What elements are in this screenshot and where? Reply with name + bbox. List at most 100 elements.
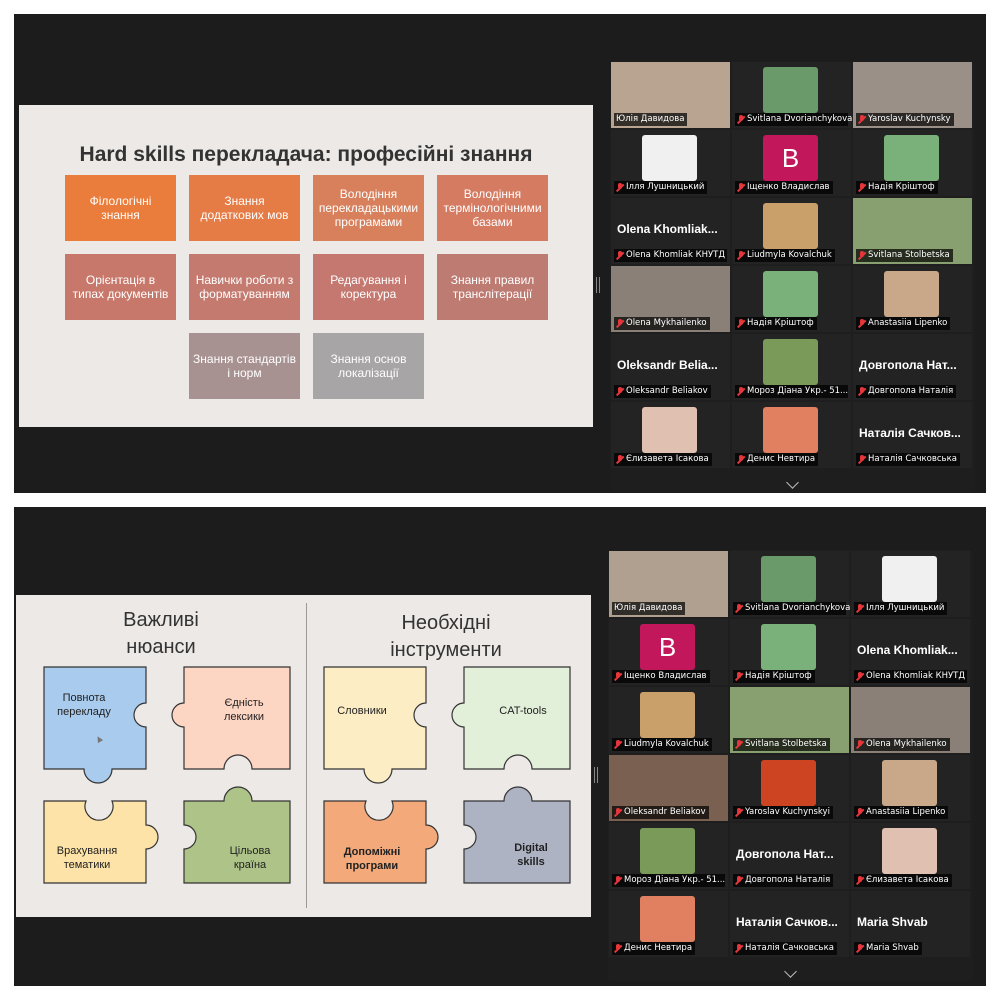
participant-name: Юлія Давидова bbox=[616, 114, 685, 124]
participant-tile[interactable]: Svitlana Dvorianchykova bbox=[732, 62, 853, 128]
slide-title: Hard skills перекладача: професійні знан… bbox=[79, 143, 533, 166]
participant-name: Мороз Діана Укр.- 51... bbox=[624, 875, 726, 885]
skill-tile-label: Володіння перекладацькими програмами bbox=[318, 187, 419, 229]
participant-name: Olena Mykhailenko bbox=[626, 318, 707, 328]
shared-slide-nuances-tools: Важливі нюанси Необхідні інструменти Пов… bbox=[16, 595, 591, 917]
participant-name: Svitlana Dvorianchykova bbox=[747, 114, 853, 124]
participant-tile[interactable]: Olena Khomliak...Olena Khomliak КНУТД bbox=[611, 198, 730, 264]
participant-name-label: Liudmyla Kovalchuk bbox=[735, 249, 835, 262]
participant-tile[interactable]: Довгопола Нат...Довгопола Наталія bbox=[853, 334, 972, 400]
piece-label: Єдність лексики bbox=[223, 697, 265, 723]
left-heading-line: Важливі bbox=[123, 609, 199, 631]
participant-tile[interactable]: Yaroslav Kuchynsky bbox=[853, 62, 972, 128]
panel-resize-handle[interactable] bbox=[596, 277, 600, 293]
participant-name-label: Довгопола Наталія bbox=[856, 385, 957, 398]
mic-muted-icon bbox=[856, 876, 864, 885]
participant-tile[interactable]: Anastasiia Lipenko bbox=[853, 266, 972, 332]
skill-tile: Редагування і коректура bbox=[313, 254, 424, 320]
participant-name: Maria Shvab bbox=[866, 943, 919, 953]
avatar bbox=[640, 828, 695, 874]
participant-name: Наталія Сачковська bbox=[745, 943, 834, 953]
participant-tile[interactable]: Єлизавета Ісакова bbox=[851, 823, 970, 889]
participant-name-label: Надія Кріштоф bbox=[735, 317, 817, 330]
participant-tile[interactable]: Мороз Діана Укр.- 51... bbox=[609, 823, 728, 889]
participant-name: Anastasiia Lipenko bbox=[868, 318, 948, 328]
avatar bbox=[763, 407, 818, 453]
skill-tile-label: Володіння термінологічними базами bbox=[443, 187, 542, 229]
avatar bbox=[763, 339, 818, 385]
panel-resize-handle[interactable] bbox=[594, 767, 598, 783]
mic-muted-icon bbox=[735, 876, 743, 885]
puzzle-piece-1 bbox=[43, 666, 147, 784]
participant-tile[interactable]: Надія Кріштоф bbox=[853, 130, 972, 196]
mic-muted-icon bbox=[856, 808, 864, 817]
participant-tile[interactable]: Наталія Сачков...Наталія Сачковська bbox=[730, 891, 849, 957]
participant-name-label: Anastasiia Lipenko bbox=[854, 806, 949, 819]
participant-tile[interactable]: Svitlana Stolbetska bbox=[730, 687, 849, 753]
skill-tile-label: Філологічні знання bbox=[89, 194, 152, 222]
participant-tile[interactable]: Svitlana Dvorianchykova bbox=[730, 551, 850, 617]
participant-tile[interactable]: Olena Mykhailenko bbox=[611, 266, 730, 332]
right-heading-line: інструменти bbox=[390, 639, 502, 661]
participant-tile[interactable]: Yaroslav Kuchynskyi bbox=[730, 755, 849, 821]
meeting-window-2: Важливі нюанси Необхідні інструменти Пов… bbox=[14, 507, 986, 986]
mic-muted-icon bbox=[616, 251, 624, 260]
mic-muted-icon bbox=[616, 455, 624, 464]
participant-tile[interactable]: Olena Mykhailenko bbox=[851, 687, 970, 753]
avatar bbox=[884, 135, 939, 181]
avatar bbox=[763, 203, 818, 249]
puzzle-piece-8 bbox=[463, 786, 571, 884]
participant-tile[interactable]: Oleksandr Belia... Oleksandr Beliakov bbox=[611, 334, 730, 400]
participant-name: Ілля Лушницький bbox=[866, 603, 945, 613]
participant-tile[interactable]: Надія Кріштоф bbox=[732, 266, 851, 332]
participant-tile[interactable]: Наталія Сачков...Наталія Сачковська bbox=[853, 402, 972, 468]
participant-tile[interactable]: Ілля Лушницький bbox=[851, 551, 970, 617]
participant-tile[interactable]: Olena Khomliak... Olena Khomliak КНУТД bbox=[851, 619, 970, 685]
mic-muted-icon bbox=[856, 672, 864, 681]
chevron-down-icon[interactable] bbox=[786, 476, 799, 489]
participant-name-label: Liudmyla Kovalchuk bbox=[612, 738, 712, 751]
participant-name: Oleksandr Beliakov bbox=[624, 807, 706, 817]
participant-tile[interactable]: Єлизавета Ісакова bbox=[611, 402, 730, 468]
participant-tile[interactable]: Юлія Давидова bbox=[609, 551, 728, 617]
participant-tile[interactable]: Довгопола Нат...Довгопола Наталія bbox=[730, 823, 849, 889]
participant-name-label: Іщенко Владислав bbox=[735, 181, 833, 194]
participant-tile[interactable]: Юлія Давидова bbox=[611, 62, 730, 128]
participant-tile[interactable]: Ілля Лушницький bbox=[611, 130, 730, 196]
participant-tile[interactable]: Svitlana Stolbetska bbox=[853, 198, 972, 264]
chevron-down-icon[interactable] bbox=[784, 965, 797, 978]
participant-name: Oleksandr Beliakov bbox=[626, 386, 708, 396]
avatar bbox=[763, 67, 818, 113]
participant-display-name: Olena Khomliak... bbox=[857, 643, 958, 657]
puzzle-piece-3 bbox=[43, 800, 159, 884]
skill-tile: Філологічні знання bbox=[65, 175, 176, 241]
participant-tile[interactable]: Денис Невтира bbox=[732, 402, 851, 468]
skill-tile: Знання правил транслітерації bbox=[437, 254, 548, 320]
slide-divider bbox=[306, 603, 307, 908]
participant-tile[interactable]: Надія Кріштоф bbox=[730, 619, 849, 685]
participant-name: Olena Khomliak КНУТД bbox=[866, 671, 966, 681]
participant-tile[interactable]: Anastasiia Lipenko bbox=[851, 755, 970, 821]
participant-name-label: Yaroslav Kuchynskyi bbox=[733, 806, 833, 819]
participant-display-name: Oleksandr Belia... bbox=[617, 358, 718, 372]
participant-name-label: Oleksandr Beliakov bbox=[612, 806, 709, 819]
participant-name-label: Денис Невтира bbox=[612, 942, 696, 955]
participant-name-label: Anastasiia Lipenko bbox=[856, 317, 951, 330]
participant-tile[interactable]: Мороз Діана Укр.- 51... bbox=[732, 334, 851, 400]
participant-tile[interactable]: Денис Невтира bbox=[609, 891, 728, 957]
participant-name-label: Надія Кріштоф bbox=[733, 670, 815, 683]
participant-name-label: Довгопола Наталія bbox=[733, 874, 834, 887]
participant-name-label: Ілля Лушницький bbox=[854, 602, 948, 615]
avatar bbox=[640, 692, 695, 738]
participant-name-label: Maria Shvab bbox=[854, 942, 922, 955]
participant-name-label: Olena Mykhailenko bbox=[614, 317, 710, 330]
avatar bbox=[884, 271, 939, 317]
participant-tile[interactable]: Oleksandr Beliakov bbox=[609, 755, 728, 821]
participant-tile[interactable]: Liudmyla Kovalchuk bbox=[732, 198, 851, 264]
participant-tile[interactable]: Liudmyla Kovalchuk bbox=[609, 687, 728, 753]
skill-tile: Знання основ локалізації bbox=[313, 333, 424, 399]
